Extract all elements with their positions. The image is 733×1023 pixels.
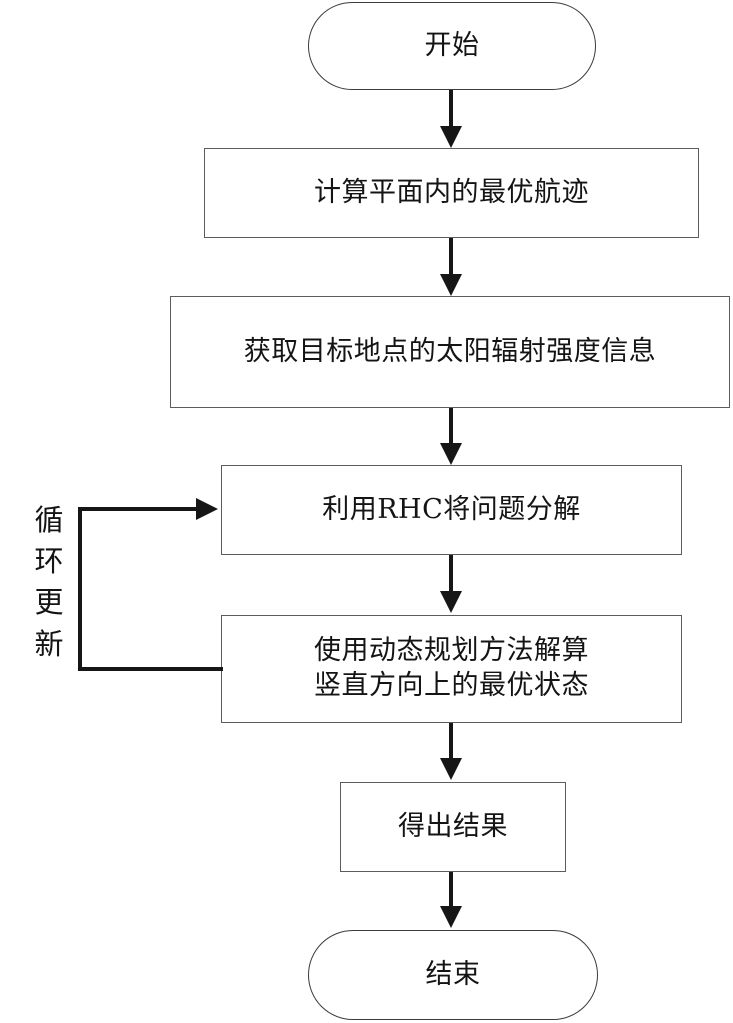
connector-step1-step2-arrowhead [440, 274, 462, 296]
node-start[interactable]: 开始 [308, 2, 596, 90]
node-step3[interactable]: 利用RHC将问题分解 [221, 465, 682, 555]
connector-step1-step2-line [449, 238, 453, 276]
loop-top-segment [78, 507, 196, 511]
node-step2[interactable]: 获取目标地点的太阳辐射强度信息 [170, 296, 730, 408]
connector-step4-step5-line [449, 723, 453, 760]
node-step1-label: 计算平面内的最优航迹 [314, 176, 589, 208]
connector-step3-step4-arrowhead [440, 591, 462, 613]
loop-label: 循 环 更 新 [27, 500, 71, 665]
loop-label-char-4: 新 [34, 626, 64, 661]
node-step4[interactable]: 使用动态规划方法解算 竖直方向上的最优状态 [221, 615, 682, 723]
node-step2-label: 获取目标地点的太阳辐射强度信息 [243, 335, 657, 367]
loop-left-segment [78, 507, 82, 669]
node-step1[interactable]: 计算平面内的最优航迹 [204, 148, 699, 238]
loop-bottom-segment [78, 667, 223, 671]
node-step5-label: 得出结果 [398, 810, 508, 842]
connector-step3-step4-line [449, 555, 453, 593]
loop-label-char-1: 循 [34, 503, 64, 537]
node-step5[interactable]: 得出结果 [340, 782, 566, 872]
loop-label-char-3: 更 [34, 585, 64, 620]
node-end-label: 结束 [425, 958, 481, 990]
connector-step2-step3-arrowhead [440, 443, 462, 465]
connector-step4-step5-arrowhead [440, 758, 462, 780]
connector-step5-end-line [449, 872, 453, 908]
node-end[interactable]: 结束 [308, 930, 598, 1020]
node-start-label: 开始 [424, 29, 480, 61]
loop-arrowhead [196, 498, 218, 520]
node-step4-label: 使用动态规划方法解算 竖直方向上的最优状态 [314, 635, 589, 701]
loop-label-char-2: 环 [34, 544, 64, 579]
connector-start-step1-arrowhead [440, 126, 462, 148]
node-step3-label: 利用RHC将问题分解 [322, 493, 581, 525]
connector-step5-end-arrowhead [440, 906, 462, 928]
connector-step2-step3-line [449, 408, 453, 445]
connector-start-step1-line [449, 90, 453, 128]
